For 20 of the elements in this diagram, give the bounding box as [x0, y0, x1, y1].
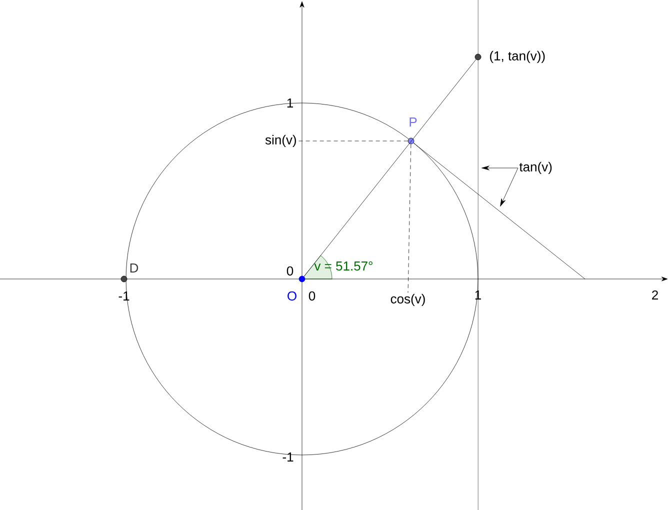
tick-label: 2 [652, 290, 658, 300]
tick-label: 0 [286, 266, 294, 276]
angle-label: v = 51.57° [314, 261, 372, 271]
tick-label: -1 [118, 292, 130, 300]
axis-label: tan(v) [519, 162, 552, 174]
tick-label: 1 [475, 290, 481, 300]
leader-line [500, 168, 518, 206]
axis-label: cos(v) [390, 294, 425, 306]
line [304, 59, 476, 277]
dashed-line [408, 144, 412, 293]
tick-label: 0 [308, 291, 316, 301]
tick-label: 1 [287, 98, 293, 108]
leader-line [482, 166, 518, 170]
tick-label: -1 [282, 452, 294, 462]
point-label: O [288, 291, 296, 301]
dashed-line [298, 140, 408, 142]
point-label: (1, tan(v)) [490, 50, 545, 64]
axis-label: sin(v) [265, 134, 296, 148]
point-label: D [130, 264, 138, 272]
point-label: P [410, 118, 417, 126]
